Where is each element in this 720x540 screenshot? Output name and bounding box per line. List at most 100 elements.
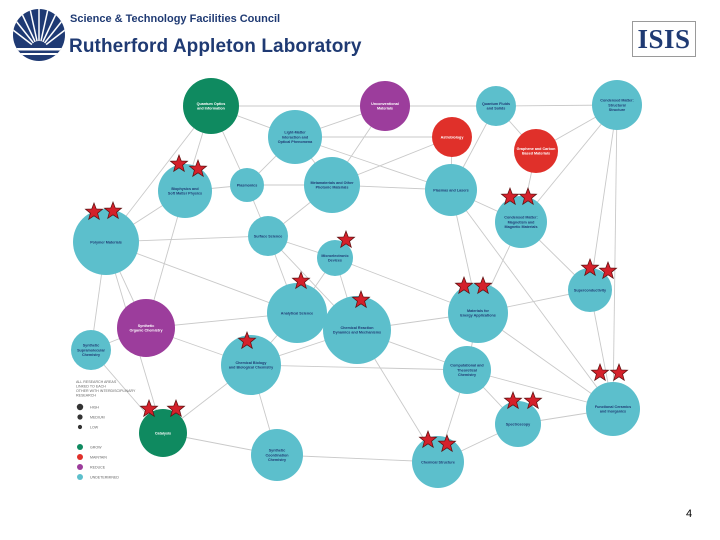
star-marker — [418, 430, 438, 449]
research-node: Analytical Science — [267, 283, 327, 343]
legend-size-label: HIGH — [90, 405, 99, 409]
node-circle — [267, 283, 327, 343]
node-label: Chemical Structure — [421, 460, 455, 464]
node-circle — [304, 157, 360, 213]
star-marker — [523, 391, 543, 410]
star-marker — [500, 187, 520, 206]
connection-line — [105, 241, 298, 314]
node-label: Plasmonics — [237, 183, 258, 187]
legend-color-dot — [77, 464, 83, 470]
star-marker — [336, 230, 356, 249]
node-label: Analytical Science — [281, 311, 313, 315]
legend-size-label: LOW — [90, 425, 99, 429]
node-circle — [495, 196, 547, 248]
node-circle — [443, 346, 491, 394]
node-circle — [495, 401, 541, 447]
star-marker — [518, 187, 538, 206]
research-node: Superconductivity — [568, 268, 612, 312]
research-node: Chemical Structure — [412, 436, 464, 488]
node-label: Spectroscopy — [506, 422, 531, 426]
node-circle — [221, 335, 281, 395]
node-circle — [73, 209, 139, 275]
star-marker — [598, 261, 618, 280]
star-marker — [166, 399, 186, 418]
node-circle — [448, 283, 508, 343]
star-marker — [609, 363, 629, 382]
connection-line — [294, 136, 452, 191]
star-marker — [169, 154, 189, 173]
lab-name: Rutherford Appleton Laboratory — [69, 36, 362, 57]
star-marker — [473, 276, 493, 295]
node-circle — [139, 409, 187, 457]
node-circle — [568, 268, 612, 312]
research-node: Polymer Materials — [73, 209, 139, 275]
legend-color-label: UNDETERMINED — [90, 475, 119, 479]
star-marker — [84, 202, 104, 221]
research-node: Plasmas and Lasers — [425, 164, 477, 216]
connection-line — [589, 104, 618, 291]
node-label: Astrobiology — [441, 135, 465, 139]
connection-line — [612, 104, 618, 410]
page-number: 4 — [686, 508, 693, 520]
isis-logo: ISIS — [632, 21, 696, 57]
star-marker — [437, 434, 457, 453]
star-marker — [237, 331, 257, 350]
node-circle — [251, 429, 303, 481]
node-label: Plasmas and Lasers — [433, 188, 468, 192]
legend-size-label: MEDIUM — [90, 415, 105, 419]
stfc-logo — [13, 9, 65, 61]
node-circle — [317, 240, 353, 276]
node-label: Surface Science — [254, 234, 283, 238]
star-marker — [291, 271, 311, 290]
legend-size-dot — [76, 403, 84, 411]
node-circle — [117, 299, 175, 357]
node-label: Catalysis — [155, 431, 171, 435]
node-circle — [514, 129, 558, 173]
legend-color-dot — [77, 454, 83, 460]
node-circle — [248, 216, 288, 256]
research-node: Plasmonics — [230, 168, 264, 202]
node-circle — [158, 164, 212, 218]
star-marker — [580, 258, 600, 277]
connection-line — [450, 189, 614, 410]
legend-color-label: REDUCE — [90, 465, 106, 469]
node-label: Polymer Materials — [90, 240, 122, 244]
research-node: Surface Science — [248, 216, 288, 256]
node-circle — [425, 164, 477, 216]
connection-line — [250, 364, 468, 371]
research-node: Catalysis — [139, 409, 187, 457]
node-circle — [592, 80, 642, 130]
star-marker — [103, 201, 123, 220]
connection-line — [276, 454, 439, 463]
node-circle — [586, 382, 640, 436]
star-marker — [188, 159, 208, 178]
